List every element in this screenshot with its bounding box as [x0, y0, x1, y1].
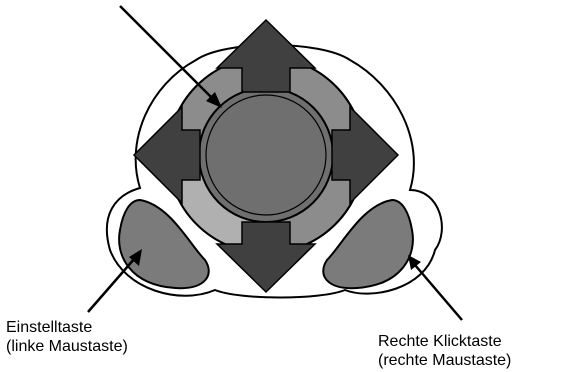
arrow-right-icon[interactable]: [331, 105, 400, 205]
left-button-label: Einstelltaste (linke Maustaste): [6, 318, 128, 356]
right-button-label-line2: (rechte Maustaste): [378, 352, 512, 369]
arrow-down-icon[interactable]: [215, 221, 317, 294]
leader-arrowhead-right: [408, 255, 421, 270]
right-mouse-button[interactable]: [322, 198, 414, 290]
center-button[interactable]: [198, 87, 334, 223]
leader-arrowhead-top: [206, 92, 222, 108]
right-button-label-line1: Rechte Klicktaste: [378, 333, 502, 350]
left-button-label-line1: Einstelltaste: [6, 319, 93, 336]
leader-line-top: [119, 5, 215, 101]
left-mouse-button[interactable]: [118, 198, 210, 290]
leader-line-left: [87, 257, 136, 313]
leader-arrowhead-left: [129, 249, 142, 266]
leader-line-right: [414, 264, 463, 321]
center-button-rim: [205, 94, 327, 216]
arrow-up-icon[interactable]: [215, 18, 317, 93]
leader-lines: [87, 5, 463, 321]
left-button-label-line2: (linke Maustaste): [6, 338, 128, 355]
right-button-label: Rechte Klicktaste (rechte Maustaste): [378, 332, 511, 370]
arrow-left-icon[interactable]: [132, 105, 201, 205]
